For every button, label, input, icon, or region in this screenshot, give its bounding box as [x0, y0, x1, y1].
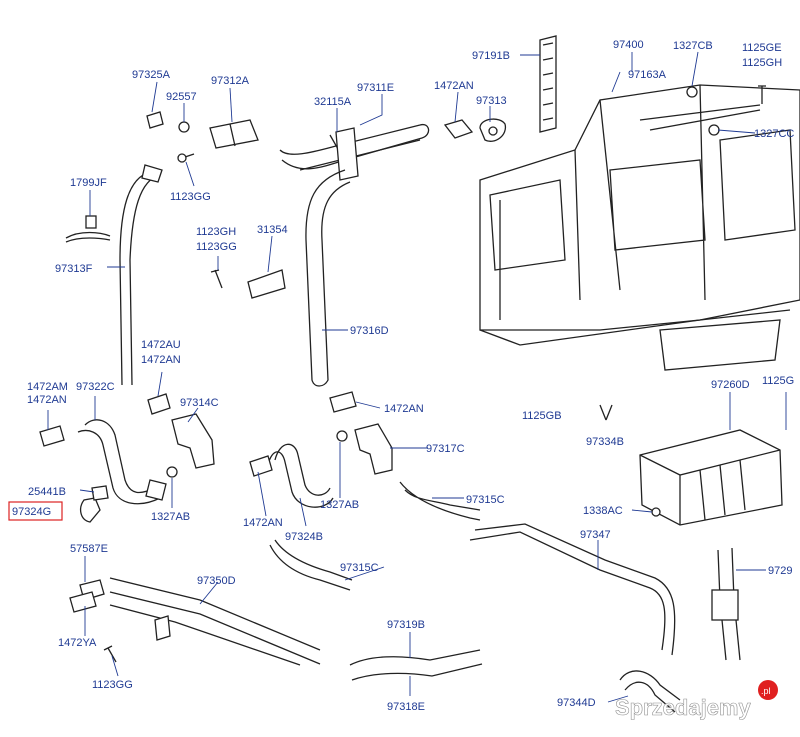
label-1123GG-top: 1123GG	[170, 191, 211, 203]
label-1125GH: 1125GH	[742, 57, 782, 69]
label-97260D: 97260D	[711, 379, 750, 391]
fittings-top-left	[146, 111, 259, 163]
clamp-97313	[443, 118, 507, 142]
tee-97317C	[354, 423, 481, 521]
label-1327AB-right: 1327AB	[320, 499, 359, 511]
filter-97191B	[539, 35, 557, 133]
clamps-57587E	[69, 579, 117, 663]
label-1472AN-left: 1472AN	[27, 394, 67, 406]
label-1472AN-center: 1472AN	[384, 403, 424, 415]
label-97318E: 97318E	[387, 701, 425, 713]
label-97325A: 97325A	[132, 69, 171, 81]
label-97319B: 97319B	[387, 619, 425, 631]
label-97315C-low: 97315C	[340, 562, 379, 574]
label-97311E: 97311E	[357, 82, 394, 94]
label-1472AN-mid: 1472AN	[141, 354, 181, 366]
label-1799JF: 1799JF	[70, 177, 107, 189]
pipe-97347	[469, 523, 676, 656]
label-97322C: 97322C	[76, 381, 115, 393]
highlight-box-97324G	[8, 501, 63, 521]
label-92557: 92557	[166, 91, 197, 103]
label-97347: 97347	[580, 529, 611, 541]
hose-97316D	[305, 169, 351, 387]
clamp-left	[39, 393, 171, 447]
tee-97314C	[166, 413, 215, 478]
label-97163A: 97163A	[628, 69, 667, 81]
label-97324B: 97324B	[285, 531, 323, 543]
clamp-center	[329, 391, 357, 413]
pipes-97311E	[279, 123, 430, 181]
label-97316D: 97316D	[350, 325, 389, 337]
watermark: Sprzedajemy .pl	[615, 680, 778, 720]
label-32115A: 32115A	[314, 96, 352, 108]
hose-9729	[711, 547, 741, 661]
hvac-unit	[479, 84, 800, 371]
label-97334B: 97334B	[586, 436, 624, 448]
clip-1799JF	[65, 215, 111, 243]
hose-97313F	[119, 164, 163, 386]
label-1472YA: 1472YA	[58, 637, 97, 649]
watermark-text: Sprzedajemy	[615, 695, 751, 720]
watermark-badge-dot	[758, 680, 778, 700]
leader-lines	[47, 51, 787, 703]
label-9729: 9729	[768, 565, 792, 577]
label-1472AM: 1472AM	[27, 381, 68, 393]
label-1123GG-mid: 1123GG	[196, 241, 237, 253]
label-1123GH: 1123GH	[196, 226, 236, 238]
label-1327CC: 1327CC	[754, 128, 794, 140]
label-31354: 31354	[257, 224, 288, 236]
label-97191B: 97191B	[472, 50, 510, 62]
label-1472AN-low: 1472AN	[243, 517, 283, 529]
bracket-31354	[210, 269, 286, 299]
label-97315C-top: 97315C	[466, 494, 505, 506]
label-97313F: 97313F	[55, 263, 93, 275]
label-1125GE: 1125GE	[742, 42, 782, 54]
elbow-97324G	[79, 485, 109, 523]
label-97317C: 97317C	[426, 443, 465, 455]
part-labels: 97191B 97400 1327CB 1125GE 1125GH 97163A…	[12, 39, 794, 713]
pipes-97350D	[109, 577, 321, 666]
label-97344D: 97344D	[557, 697, 596, 709]
label-97312A: 97312A	[211, 75, 250, 87]
label-97400: 97400	[613, 39, 644, 51]
label-1327AB-left: 1327AB	[151, 511, 190, 523]
canister-97260D	[639, 429, 783, 526]
hoses-97319B	[349, 649, 483, 681]
label-1472AN-top: 1472AN	[434, 80, 474, 92]
hose-97315C-lower	[269, 539, 353, 591]
watermark-badge: .pl	[761, 686, 771, 696]
label-1472AU: 1472AU	[141, 339, 181, 351]
label-97313: 97313	[476, 95, 507, 107]
hose-97324B	[249, 430, 348, 508]
label-1125GB: 1125GB	[522, 410, 562, 422]
label-1327CB: 1327CB	[673, 40, 713, 52]
label-1123GG-bottom: 1123GG	[92, 679, 133, 691]
hose-97344D	[619, 670, 681, 713]
label-97324G: 97324G	[12, 506, 51, 518]
label-57587E: 57587E	[70, 543, 108, 555]
hose-97322C	[77, 419, 167, 505]
bolt-1125GB	[599, 404, 613, 421]
label-1125G-right: 1125G	[762, 375, 794, 387]
label-1338AC: 1338AC	[583, 505, 623, 517]
label-25441B: 25441B	[28, 486, 66, 498]
label-97314C: 97314C	[180, 397, 219, 409]
label-97350D: 97350D	[197, 575, 236, 587]
